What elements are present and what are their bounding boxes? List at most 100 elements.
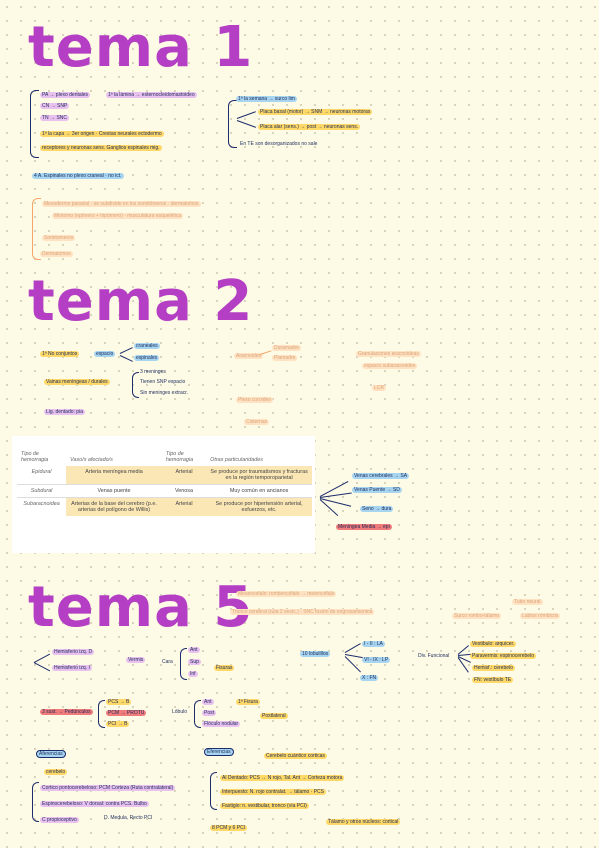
tema2-faded-note: Aracnoides [234,353,264,359]
tema2-note: espacio [94,351,116,357]
tema1-note: En TE son desorganizados no sale [240,141,318,147]
tema5-note: Hemisf.: cerebelo [472,665,515,671]
tema5-note: Hemisferio izq. D [52,649,95,655]
tema1-note: TN → SNC [40,115,69,121]
tema5-note: Lóbulo [172,709,188,715]
tema2-note: Venas Puente → SD [352,487,402,493]
tema5-note: Div. Funcional [418,653,450,659]
tema1-left-brace [30,90,39,158]
table-header: Tipo de hemorragia [165,451,194,463]
tema5-note: Cortico pontocerebeloso: PCM Corteza (Ru… [40,785,176,791]
tema5-brace [194,700,201,728]
tema1-faded-note: Dermatomos [40,251,73,257]
table-row: Epidural Arteria meníngea media Arterial… [17,466,312,485]
tema5-note: Postlateral [260,713,288,719]
tema5-note: Al Dentado: PCS → N rojo, Tal. Ant → Cor… [220,775,345,781]
tema5-note: I - II : LA [362,641,385,647]
tema2-note: espinales [134,355,160,361]
tema5-note: Inf [188,671,198,677]
table-row: Subaracnoidea Arterias de la base del ce… [17,497,312,516]
tema5-faded-note: Tronco cerebral (ruta 2 vesíc.) · SNC fu… [230,609,375,615]
tema5-note: Cerebelo cuántico corticas [264,753,327,759]
tema2-faded-note: Cisternas [244,419,270,425]
tema5-brace [32,782,39,822]
tema5-note: Paravermis: espinocerebelo [470,653,536,659]
tema5-note: Tálamo y otros núcleos: cortical [326,819,401,825]
tema5-note: Espinocerebeloso: V dorsal: contra PCS. … [40,801,149,807]
tema2-faded-note: Duramadre [272,345,302,351]
tema2-note: Seno → dura [360,506,394,512]
tema5-note: 8 PCM y 6 PCI [210,825,248,831]
table-header: Vaso/s afectado/s [70,457,113,463]
table-header: Tipo de hemorragia [21,451,49,463]
tema5-note: VI - IX : LP [362,657,391,663]
title-tema-5: tema 5 [28,575,254,640]
tema2-faded-note: Piamadre [272,355,298,361]
tema5-note: Fastigio: n. vestibular, tronco (vía PCI… [220,803,309,809]
tema5-note: FN: vestíbulo TE [472,677,514,683]
tema1-faded-note: Miotomo (epímero + hipómero) - musculatu… [52,213,184,219]
connector-line [33,662,51,672]
tema1-faded-brace [32,198,41,260]
tema5-note: Cara [162,659,173,665]
tema5-note: PCM → PROTU [106,710,147,716]
tema5-faded-note: Labios rómbicos [520,613,561,619]
tema1-note: 1ª la semana → surco lim [236,96,297,102]
tema1-faded-note: Mesodermo paraxial - se subdivide en los… [42,201,201,207]
connector-line [236,111,256,120]
tema2-faded-note: Plexo coroideo [236,397,274,403]
tema5-note: Vestibulo: arquicer. [470,641,517,647]
tema2-faded-note: LCR [372,385,387,391]
tema5-note: X : FN [360,675,379,681]
connector-line [344,643,361,654]
tema2-note: 3 meninges [140,369,166,375]
tema1-right-brace [228,100,237,148]
tema5-note: Fisuras [214,665,235,671]
tema2-note: Tienen SNP espacio [140,379,186,385]
tema1-note: Placa alar (sens.) → post → neuronas sen… [258,124,361,130]
tema2-note: 1ª No conjuntos [40,351,80,357]
connector-line [33,653,51,664]
connector-line [344,656,361,673]
tema2-faded-note: espacio subaracnoideo [362,363,418,369]
title-tema-2: tema 2 [28,269,254,334]
tema5-faded-note: Surco rombo-tálamo [452,613,502,619]
tema5-note: PCI → B [106,721,130,727]
tema5-note: Vermis [126,657,146,663]
tema5-brace [180,648,187,680]
table-row: Subdural Venas puente Venosa Muy común e… [17,484,312,498]
tema5-note: PCS → B [106,699,132,705]
tema5-note: Sup [188,659,201,665]
tema1-note: 1ª la capa → 3er origen · Crestas neural… [40,131,164,137]
title-tema-1: tema 1 [28,15,254,80]
connector-line [119,355,133,363]
tema5-note: Hemisferio izq. I [52,665,92,671]
tema5-faded-note: Mesencefalo: rombencéfalo → metencéfalo [236,591,337,597]
tema1-note: PA → plexo dentales [40,92,91,98]
tema5-note: D. Medula, Recto PCI [104,815,153,821]
tema5-note: Eferencias [204,748,234,756]
tema5-note: Post [202,710,217,716]
tema5-note: C propioceptivo [40,817,79,823]
tema1-note: 1ª la lámina → esternocleidomastoideo [106,92,197,98]
tema1-note: Placa basal (motor) → SNM → neuronas mot… [258,109,373,115]
tema5-note: Ant [202,699,214,705]
connector-line [236,120,256,128]
tema5-note: Interpuesto: N. rojo contralat. → tálamo… [220,789,326,795]
connector-line [119,347,133,355]
tema5-note: 3 sust. → Pedúnculos [40,709,93,715]
tema5-note: 10 lobulillos [300,651,331,657]
tema1-note: 4 A. Espinales no plexo craneal · no ict… [32,173,124,179]
tema5-faded-note: Tubo neural [512,599,543,605]
tema2-note: Sin meninges extracr. [140,390,189,396]
tema2-note: Venas cerebrales → SA [352,473,410,479]
tema5-brace [210,772,217,810]
tema5-note: 1ª Fisura [236,699,260,705]
tema2-note: craneales [134,343,160,349]
tema1-faded-note: Somitomeros [42,235,76,241]
hemorrhage-table: Tipo de hemorragia Vaso/s afectado/s Tip… [17,440,312,516]
tema2-note: Lig. dentado: pia [44,409,85,415]
tema2-note: Meníngea Media → epi [336,524,392,530]
table-header: Otras particularidades [210,457,263,463]
tema1-note: CN → SNP [40,103,70,109]
